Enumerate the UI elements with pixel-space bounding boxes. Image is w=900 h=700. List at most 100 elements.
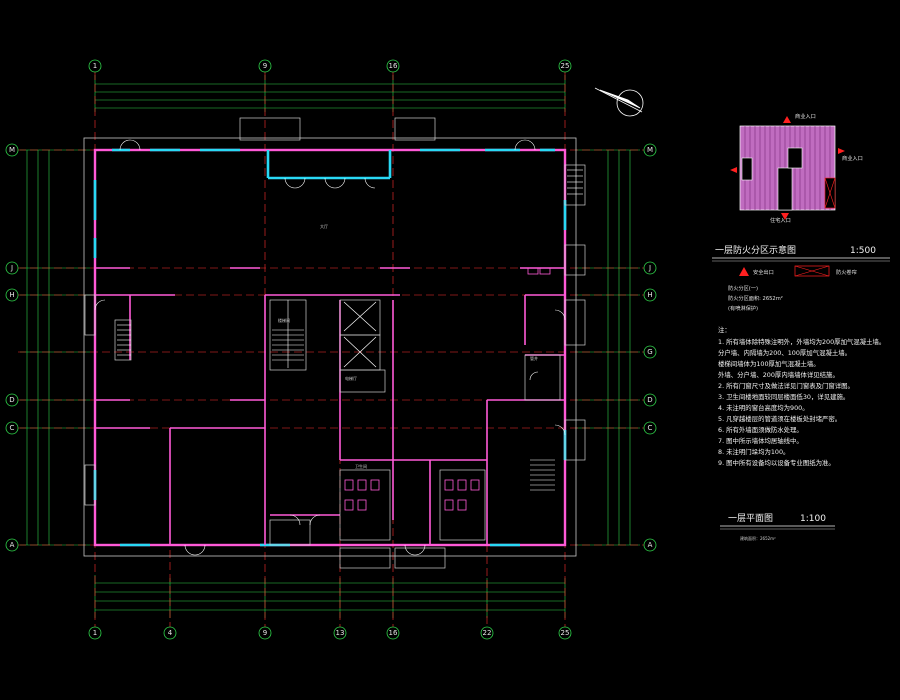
- axis-bubble-left-A: A: [5, 538, 19, 552]
- axis-bubbles-right: M J H G D C A: [643, 143, 657, 552]
- svg-text:5. 凡穿越楼层的管道须在楼板处封堵严密。: 5. 凡穿越楼层的管道须在楼板处封堵严密。: [718, 414, 841, 423]
- secondary-outlines: [84, 117, 586, 569]
- axis-bubble-left-J: J: [5, 261, 19, 275]
- svg-text:外墙、分户墙、200厚内墙墙体详见结施。: 外墙、分户墙、200厚内墙墙体详见结施。: [718, 370, 839, 379]
- svg-text:9. 图中所有设备均以设备专业图纸为准。: 9. 图中所有设备均以设备专业图纸为准。: [718, 458, 835, 467]
- svg-text:防火分区面积: 2652m²: 防火分区面积: 2652m²: [728, 294, 783, 302]
- axis-bubble-bottom-4: 4: [163, 626, 177, 640]
- compass-icon: [594, 87, 644, 117]
- left-dimensions: [20, 149, 90, 546]
- axis-bubble-bottom-16: 16: [386, 626, 400, 640]
- elevator-shafts: [343, 301, 377, 368]
- svg-text:一层平面图: 一层平面图: [728, 513, 773, 524]
- svg-text:注：: 注：: [718, 325, 731, 334]
- svg-text:D: D: [9, 396, 14, 404]
- fire-shutter-legend-icon: [794, 265, 830, 277]
- svg-text:1: 1: [93, 629, 97, 637]
- exit-bottom-label: 住宅入口: [770, 216, 791, 224]
- svg-text:H: H: [647, 291, 652, 299]
- stair-east: [567, 169, 583, 195]
- axis-bubble-bottom-13: 13: [333, 626, 347, 640]
- svg-text:C: C: [10, 424, 15, 432]
- svg-text:H: H: [9, 291, 14, 299]
- svg-text:建筑面积：2652m²: 建筑面积：2652m²: [740, 535, 776, 541]
- svg-text:3. 卫生间楼地面较同层楼面低30，详见建施。: 3. 卫生间楼地面较同层楼面低30，详见建施。: [718, 392, 849, 401]
- axis-bubble-right-D: D: [643, 393, 657, 407]
- axis-bubble-left-D: D: [5, 393, 19, 407]
- svg-text:A: A: [10, 541, 15, 549]
- axis-bubbles-left: M J H D C A: [5, 143, 19, 552]
- svg-text:16: 16: [389, 629, 398, 637]
- svg-text:D: D: [647, 396, 652, 404]
- axis-bubble-right-M: M: [643, 143, 657, 157]
- top-dimensions: [94, 75, 566, 112]
- svg-text:25: 25: [561, 629, 570, 637]
- safe-exit-legend-icon: [739, 267, 749, 276]
- safe-exit-marker-right: [838, 148, 845, 154]
- svg-text:C: C: [648, 424, 653, 432]
- svg-text:4. 未注明的窗台高度均为900。: 4. 未注明的窗台高度均为900。: [718, 403, 809, 412]
- axis-bubble-left-M: M: [5, 143, 19, 157]
- svg-text:管井: 管井: [530, 355, 538, 361]
- safe-exit-marker-left: [730, 167, 737, 173]
- svg-text:G: G: [647, 348, 652, 356]
- doors: [94, 139, 566, 556]
- svg-text:1:500: 1:500: [850, 246, 876, 256]
- plan-title: 一层平面图 1:100 建筑面积：2652m²: [720, 513, 835, 541]
- svg-text:J: J: [10, 264, 13, 272]
- svg-text:25: 25: [561, 62, 570, 70]
- svg-text:M: M: [9, 146, 15, 154]
- right-dimensions: [575, 149, 640, 546]
- svg-text:9: 9: [263, 62, 267, 70]
- axis-bubble-top-25: 25: [558, 59, 572, 73]
- stairs: [117, 169, 583, 491]
- svg-text:1. 所有墙体除特殊注明外，外墙均为200厚加气混凝土墙。: 1. 所有墙体除特殊注明外，外墙均为200厚加气混凝土墙。: [718, 337, 885, 346]
- axis-bubble-right-C: C: [643, 421, 657, 435]
- svg-text:8. 未注明门垛均为100。: 8. 未注明门垛均为100。: [718, 447, 789, 456]
- zone-plan-legend: 安全出口 防火卷帘 防火分区(一) 防火分区面积: 2652m² (有喷淋保护): [728, 265, 857, 312]
- svg-text:防火分区(一): 防火分区(一): [728, 284, 758, 292]
- stair-right: [530, 459, 555, 491]
- safe-exit-marker-bottom: [781, 213, 789, 220]
- stair-left: [117, 324, 131, 356]
- bottom-dimensions: [94, 575, 566, 618]
- svg-text:电梯厅: 电梯厅: [345, 375, 357, 381]
- svg-text:13: 13: [336, 629, 345, 637]
- zone-plan-title: 一层防火分区示意图 1:500: [712, 244, 890, 262]
- windows: [93, 148, 567, 547]
- stair-core: [272, 300, 304, 368]
- svg-text:6. 所有外墙面须做防水处理。: 6. 所有外墙面须做防水处理。: [718, 425, 803, 434]
- svg-text:1:100: 1:100: [800, 514, 826, 524]
- svg-text:1: 1: [93, 62, 97, 70]
- axis-bubble-bottom-25: 25: [558, 626, 572, 640]
- axis-bubble-right-H: H: [643, 288, 657, 302]
- axis-bubble-top-9: 9: [258, 59, 272, 73]
- axis-bubble-right-A: A: [643, 538, 657, 552]
- axis-bubble-right-G: G: [643, 345, 657, 359]
- svg-text:安全出口: 安全出口: [753, 268, 774, 276]
- svg-text:9: 9: [263, 629, 267, 637]
- axis-bubble-bottom-22: 22: [480, 626, 494, 640]
- inner-walls: [95, 267, 565, 545]
- svg-text:2. 所有门窗尺寸及做法详见门窗表及门窗详图。: 2. 所有门窗尺寸及做法详见门窗表及门窗详图。: [718, 381, 854, 390]
- axis-bubble-left-H: H: [5, 288, 19, 302]
- svg-text:M: M: [647, 146, 653, 154]
- svg-text:楼梯间墙体为100厚加气混凝土墙。: 楼梯间墙体为100厚加气混凝土墙。: [718, 359, 820, 368]
- svg-text:(有喷淋保护): (有喷淋保护): [728, 304, 758, 312]
- axis-bubble-top-16: 16: [386, 59, 400, 73]
- svg-text:防火卷帘: 防火卷帘: [836, 268, 857, 276]
- axis-bubble-top-1: 1: [88, 59, 102, 73]
- axis-bubbles-bottom: 1 4 9 13 16 22 25: [88, 626, 572, 640]
- axis-bubble-bottom-9: 9: [258, 626, 272, 640]
- room-labels: 大厅 楼梯间 电梯厅 卫生间 管井: [278, 223, 538, 469]
- fire-zone-plan: 商业入口 商业入口 住宅入口: [730, 112, 863, 224]
- general-notes: 注： 1. 所有墙体除特殊注明外，外墙均为200厚加气混凝土墙。 分户墙、内隔墙…: [718, 325, 885, 467]
- svg-text:7. 图中所示墙体均居轴线中。: 7. 图中所示墙体均居轴线中。: [718, 436, 803, 445]
- axis-bubble-bottom-1: 1: [88, 626, 102, 640]
- axis-bubble-left-C: C: [5, 421, 19, 435]
- svg-text:16: 16: [389, 62, 398, 70]
- svg-text:22: 22: [483, 629, 492, 637]
- exit-right-label: 商业入口: [842, 154, 863, 162]
- svg-text:楼梯间: 楼梯间: [278, 317, 290, 323]
